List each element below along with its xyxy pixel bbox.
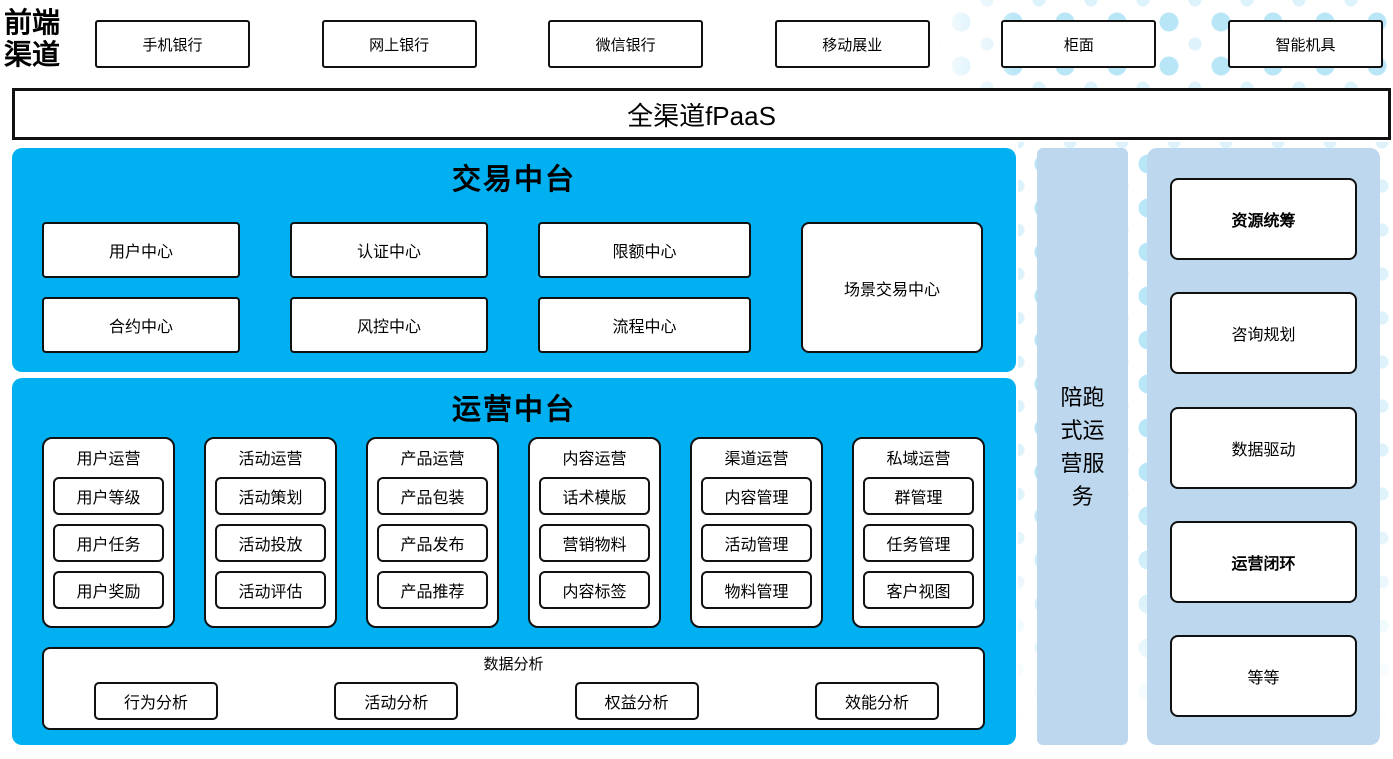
center-scene-trade: 场景交易中心: [801, 222, 983, 353]
group-items: 活动策划 活动投放 活动评估: [215, 477, 326, 616]
analytics-efficiency: 效能分析: [814, 682, 939, 720]
side-service-label: 陪跑式运营服务: [1060, 384, 1105, 509]
data-analytics-title: 数据分析: [483, 656, 544, 673]
group-item: 用户等级: [53, 477, 164, 515]
center-risk: 风控中心: [290, 297, 488, 353]
ops-groups-row: 用户运营 用户等级 用户任务 用户奖励 活动运营 活动策划 活动投放 活动评估 …: [42, 437, 985, 628]
side-service-bar: 陪跑式运营服务: [1037, 148, 1128, 745]
group-item: 用户任务: [53, 524, 164, 562]
group-item: 活动管理: [701, 524, 812, 562]
channel-counter: 柜面: [1001, 20, 1157, 68]
group-item: 活动投放: [215, 524, 326, 562]
channel-mobile-marketing: 移动展业: [774, 20, 930, 68]
ops-platform-block: 运营中台 用户运营 用户等级 用户任务 用户奖励 活动运营 活动策划 活动投放 …: [12, 378, 1016, 745]
group-item: 用户奖励: [53, 571, 164, 609]
group-item: 客户视图: [863, 571, 974, 609]
center-auth: 认证中心: [290, 222, 488, 278]
group-item: 产品发布: [377, 524, 488, 562]
group-title: 内容运营: [562, 451, 627, 468]
group-items: 用户等级 用户任务 用户奖励: [53, 477, 164, 616]
group-title: 产品运营: [400, 451, 465, 468]
analytics-activity: 活动分析: [334, 682, 459, 720]
group-title: 私域运营: [886, 451, 951, 468]
panel-ops-loop: 运营闭环: [1170, 520, 1357, 603]
center-process: 流程中心: [538, 297, 751, 353]
group-items: 群管理 任务管理 客户视图: [863, 477, 974, 616]
group-product-ops: 产品运营 产品包装 产品发布 产品推荐: [366, 437, 499, 628]
group-items: 话术模版 营销物料 内容标签: [539, 477, 650, 616]
panel-etc: 等等: [1170, 635, 1357, 717]
trade-platform-block: 交易中台 用户中心 认证中心 限额中心 场景交易中心 合约中心 风控中心 流程中…: [12, 148, 1016, 372]
group-content-ops: 内容运营 话术模版 营销物料 内容标签: [528, 437, 661, 628]
group-item: 产品推荐: [377, 571, 488, 609]
channel-smart-devices: 智能机具: [1227, 20, 1383, 68]
group-activity-ops: 活动运营 活动策划 活动投放 活动评估: [204, 437, 337, 628]
group-channel-ops: 渠道运营 内容管理 活动管理 物料管理: [690, 437, 823, 628]
data-analytics-items: 行为分析 活动分析 权益分析 效能分析: [94, 682, 939, 720]
group-private-domain-ops: 私域运营 群管理 任务管理 客户视图: [852, 437, 985, 628]
channel-wechat-banking: 微信银行: [548, 20, 704, 68]
panel-data-driven: 数据驱动: [1170, 406, 1357, 489]
group-item: 营销物料: [539, 524, 650, 562]
group-user-ops: 用户运营 用户等级 用户任务 用户奖励: [42, 437, 175, 628]
group-item: 活动评估: [215, 571, 326, 609]
group-item: 群管理: [863, 477, 974, 515]
panel-consulting: 咨询规划: [1170, 292, 1357, 375]
group-item: 话术模版: [539, 477, 650, 515]
group-item: 活动策划: [215, 477, 326, 515]
data-analytics-strip: 数据分析 行为分析 活动分析 权益分析 效能分析: [42, 647, 985, 730]
group-item: 任务管理: [863, 524, 974, 562]
panel-resource-planning: 资源统筹: [1170, 178, 1357, 260]
channel-mobile-banking: 手机银行: [95, 20, 250, 68]
group-item: 产品包装: [377, 477, 488, 515]
trade-platform-title: 交易中台: [451, 164, 576, 196]
center-limit: 限额中心: [538, 222, 751, 278]
group-item: 内容标签: [539, 571, 650, 609]
analytics-benefit: 权益分析: [574, 682, 699, 720]
center-user: 用户中心: [42, 222, 240, 278]
group-title: 用户运营: [76, 451, 141, 468]
group-items: 产品包装 产品发布 产品推荐: [377, 477, 488, 616]
trade-centers-grid: 用户中心 认证中心 限额中心 场景交易中心 合约中心 风控中心 流程中心: [42, 222, 983, 357]
group-title: 活动运营: [238, 451, 303, 468]
analytics-behavior: 行为分析: [94, 682, 218, 720]
front-channels-label: 前端渠道: [4, 8, 61, 72]
ops-platform-title: 运营中台: [451, 394, 576, 426]
group-item: 物料管理: [701, 571, 812, 609]
front-channels-row: 手机银行 网上银行 微信银行 移动展业 柜面 智能机具: [95, 20, 1383, 68]
group-title: 渠道运营: [724, 451, 789, 468]
fpaas-bar: 全渠道fPaaS: [12, 88, 1391, 140]
group-items: 内容管理 活动管理 物料管理: [701, 477, 812, 616]
center-contract: 合约中心: [42, 297, 240, 353]
group-item: 内容管理: [701, 477, 812, 515]
channel-online-banking: 网上银行: [321, 20, 477, 68]
right-service-panel: 资源统筹 咨询规划 数据驱动 运营闭环 等等: [1147, 148, 1380, 745]
